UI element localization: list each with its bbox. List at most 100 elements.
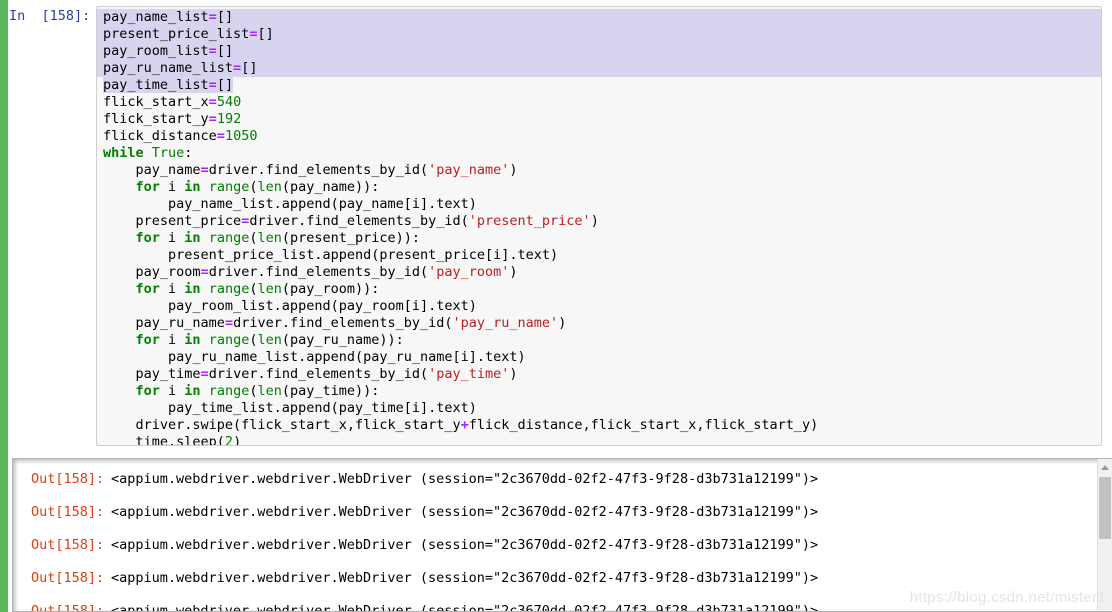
code-line[interactable]: pay_room_list.append(pay_room[i].text) bbox=[103, 298, 1101, 315]
code-line[interactable]: while True: bbox=[103, 145, 1101, 162]
code-token: pay_time_list bbox=[103, 77, 209, 93]
code-token: = bbox=[200, 162, 209, 178]
code-token: ( bbox=[249, 332, 258, 348]
selected-cell-accent-inner bbox=[0, 0, 9, 612]
triangle-up-icon bbox=[1101, 464, 1109, 470]
selection-highlight: pay_time_list=[] bbox=[103, 77, 234, 93]
output-text: <appium.webdriver.webdriver.WebDriver (s… bbox=[111, 471, 819, 487]
code-token: [] bbox=[216, 77, 234, 93]
code-line[interactable]: pay_ru_name_list.append(pay_ru_name[i].t… bbox=[103, 349, 1101, 366]
output-text: <appium.webdriver.webdriver.WebDriver (s… bbox=[111, 570, 819, 586]
code-token: range bbox=[208, 179, 250, 195]
scroll-up-button[interactable] bbox=[1098, 459, 1112, 475]
code-line[interactable]: driver.swipe(flick_start_x,flick_start_y… bbox=[103, 417, 1101, 434]
code-line[interactable]: for i in range(len(pay_ru_name)): bbox=[103, 332, 1101, 349]
code-token: for bbox=[135, 230, 160, 246]
code-token: i bbox=[159, 179, 185, 195]
code-token: range bbox=[208, 383, 250, 399]
code-token: 1050 bbox=[224, 128, 258, 144]
code-line[interactable]: present_price=driver.find_elements_by_id… bbox=[103, 213, 1101, 230]
code-token: (pay_ru_name)): bbox=[281, 332, 404, 348]
code-token: = bbox=[208, 9, 217, 25]
code-token: in bbox=[184, 281, 201, 297]
code-token: for bbox=[135, 332, 160, 348]
code-line[interactable]: for i in range(len(pay_room)): bbox=[103, 281, 1101, 298]
code-token: [] bbox=[257, 26, 274, 42]
code-token: pay_room_list.append(pay_room[i].text) bbox=[103, 298, 477, 314]
output-prompt: Out[158]: bbox=[31, 603, 105, 612]
code-token: for bbox=[135, 281, 160, 297]
code-token: + bbox=[460, 417, 469, 433]
code-line[interactable]: present_price_list=[] bbox=[97, 26, 1101, 43]
code-token: 192 bbox=[216, 111, 242, 127]
code-token: while bbox=[103, 145, 144, 161]
code-line[interactable]: for i in range(len(pay_name)): bbox=[103, 179, 1101, 196]
output-row: Out[158]:<appium.webdriver.webdriver.Web… bbox=[13, 496, 1097, 529]
code-token: = bbox=[224, 315, 234, 331]
code-token: len bbox=[257, 230, 282, 246]
code-token: = bbox=[249, 26, 258, 42]
code-token: pay_time_list.append(pay_time[i].text) bbox=[103, 400, 477, 416]
code-token: = bbox=[208, 43, 217, 59]
code-token: in bbox=[184, 332, 201, 348]
code-line[interactable]: pay_ru_name=driver.find_elements_by_id('… bbox=[103, 315, 1101, 332]
code-token: len bbox=[257, 383, 282, 399]
output-vertical-scrollbar[interactable] bbox=[1097, 459, 1112, 611]
code-token: pay_name_list bbox=[103, 9, 209, 25]
code-token: driver.swipe(flick_start_x,flick_start_y bbox=[103, 417, 461, 433]
code-token: flick_start_y bbox=[103, 111, 209, 127]
scrollbar-thumb[interactable] bbox=[1099, 477, 1111, 539]
code-token: pay_name bbox=[103, 162, 201, 178]
code-line[interactable]: for i in range(len(pay_time)): bbox=[103, 383, 1101, 400]
code-token: = bbox=[216, 128, 225, 144]
code-token: pay_time bbox=[103, 366, 201, 382]
output-prompt: Out[158]: bbox=[31, 537, 105, 553]
code-line[interactable]: time.sleep(2) bbox=[103, 434, 1101, 446]
code-line[interactable]: flick_distance=1050 bbox=[103, 128, 1101, 145]
code-line[interactable]: for i in range(len(present_price)): bbox=[103, 230, 1101, 247]
code-token: 'pay_time' bbox=[428, 366, 510, 382]
code-token: 'pay_ru_name' bbox=[452, 315, 559, 331]
code-token: flick_distance,flick_start_x,flick_start… bbox=[468, 417, 819, 433]
code-token: (pay_room)): bbox=[281, 281, 380, 297]
code-token: pay_name_list.append(pay_name[i].text) bbox=[103, 196, 477, 212]
selected-cell-accent-bar bbox=[0, 0, 9, 612]
code-token: (present_price)): bbox=[281, 230, 421, 246]
output-row: Out[158]: <appium.webdriver.webdriver.Web… bbox=[13, 562, 1097, 595]
code-token: ( bbox=[249, 281, 258, 297]
code-line[interactable]: pay_ru_name_list=[] bbox=[97, 60, 1101, 77]
code-line[interactable]: flick_start_y=192 bbox=[103, 111, 1101, 128]
code-line[interactable]: flick_start_x=540 bbox=[103, 94, 1101, 111]
code-line[interactable]: pay_room=driver.find_elements_by_id('pay… bbox=[103, 264, 1101, 281]
code-token: = bbox=[208, 94, 217, 110]
code-lines-container[interactable]: pay_name_list=[]present_price_list=[]pay… bbox=[97, 7, 1101, 446]
output-text: <appium.webdriver.webdriver.WebDriver (s… bbox=[111, 603, 819, 612]
code-token: present_price_list.append(present_price[… bbox=[103, 247, 559, 263]
output-row: Out[158]: <appium.webdriver.webdriver.Web… bbox=[13, 595, 1097, 612]
code-token: driver.find_elements_by_id( bbox=[208, 366, 429, 382]
code-input-cell[interactable]: In [158]: pay_name_list=[]present_price_… bbox=[9, 0, 1112, 458]
code-token: ) bbox=[558, 315, 567, 331]
code-line[interactable]: pay_name_list=[] bbox=[97, 9, 1101, 26]
code-line[interactable]: pay_time_list.append(pay_time[i].text) bbox=[103, 400, 1101, 417]
code-token: ) bbox=[590, 213, 599, 229]
code-line[interactable]: pay_time_list=[] bbox=[103, 77, 1101, 94]
output-prompt: Out[158]: bbox=[31, 570, 105, 586]
code-token: in bbox=[184, 179, 201, 195]
code-token: driver.find_elements_by_id( bbox=[233, 315, 453, 331]
input-prompt: In [158]: bbox=[9, 8, 91, 24]
code-line[interactable]: pay_time=driver.find_elements_by_id('pay… bbox=[103, 366, 1101, 383]
code-token: in bbox=[184, 383, 201, 399]
code-line[interactable]: pay_name_list.append(pay_name[i].text) bbox=[103, 196, 1101, 213]
code-token: 2 bbox=[224, 434, 234, 446]
code-editor[interactable]: pay_name_list=[]present_price_list=[]pay… bbox=[96, 6, 1102, 446]
code-line[interactable]: pay_name=driver.find_elements_by_id('pay… bbox=[103, 162, 1101, 179]
code-token: 540 bbox=[216, 94, 242, 110]
code-line[interactable]: pay_room_list=[] bbox=[97, 43, 1101, 60]
code-line[interactable]: present_price_list.append(present_price[… bbox=[103, 247, 1101, 264]
output-text: <appium.webdriver.webdriver.WebDriver (s… bbox=[111, 504, 819, 520]
code-token: pay_room_list bbox=[103, 43, 209, 59]
code-token bbox=[103, 179, 136, 195]
code-token: : bbox=[184, 145, 193, 161]
output-text: <appium.webdriver.webdriver.WebDriver (s… bbox=[111, 537, 819, 553]
